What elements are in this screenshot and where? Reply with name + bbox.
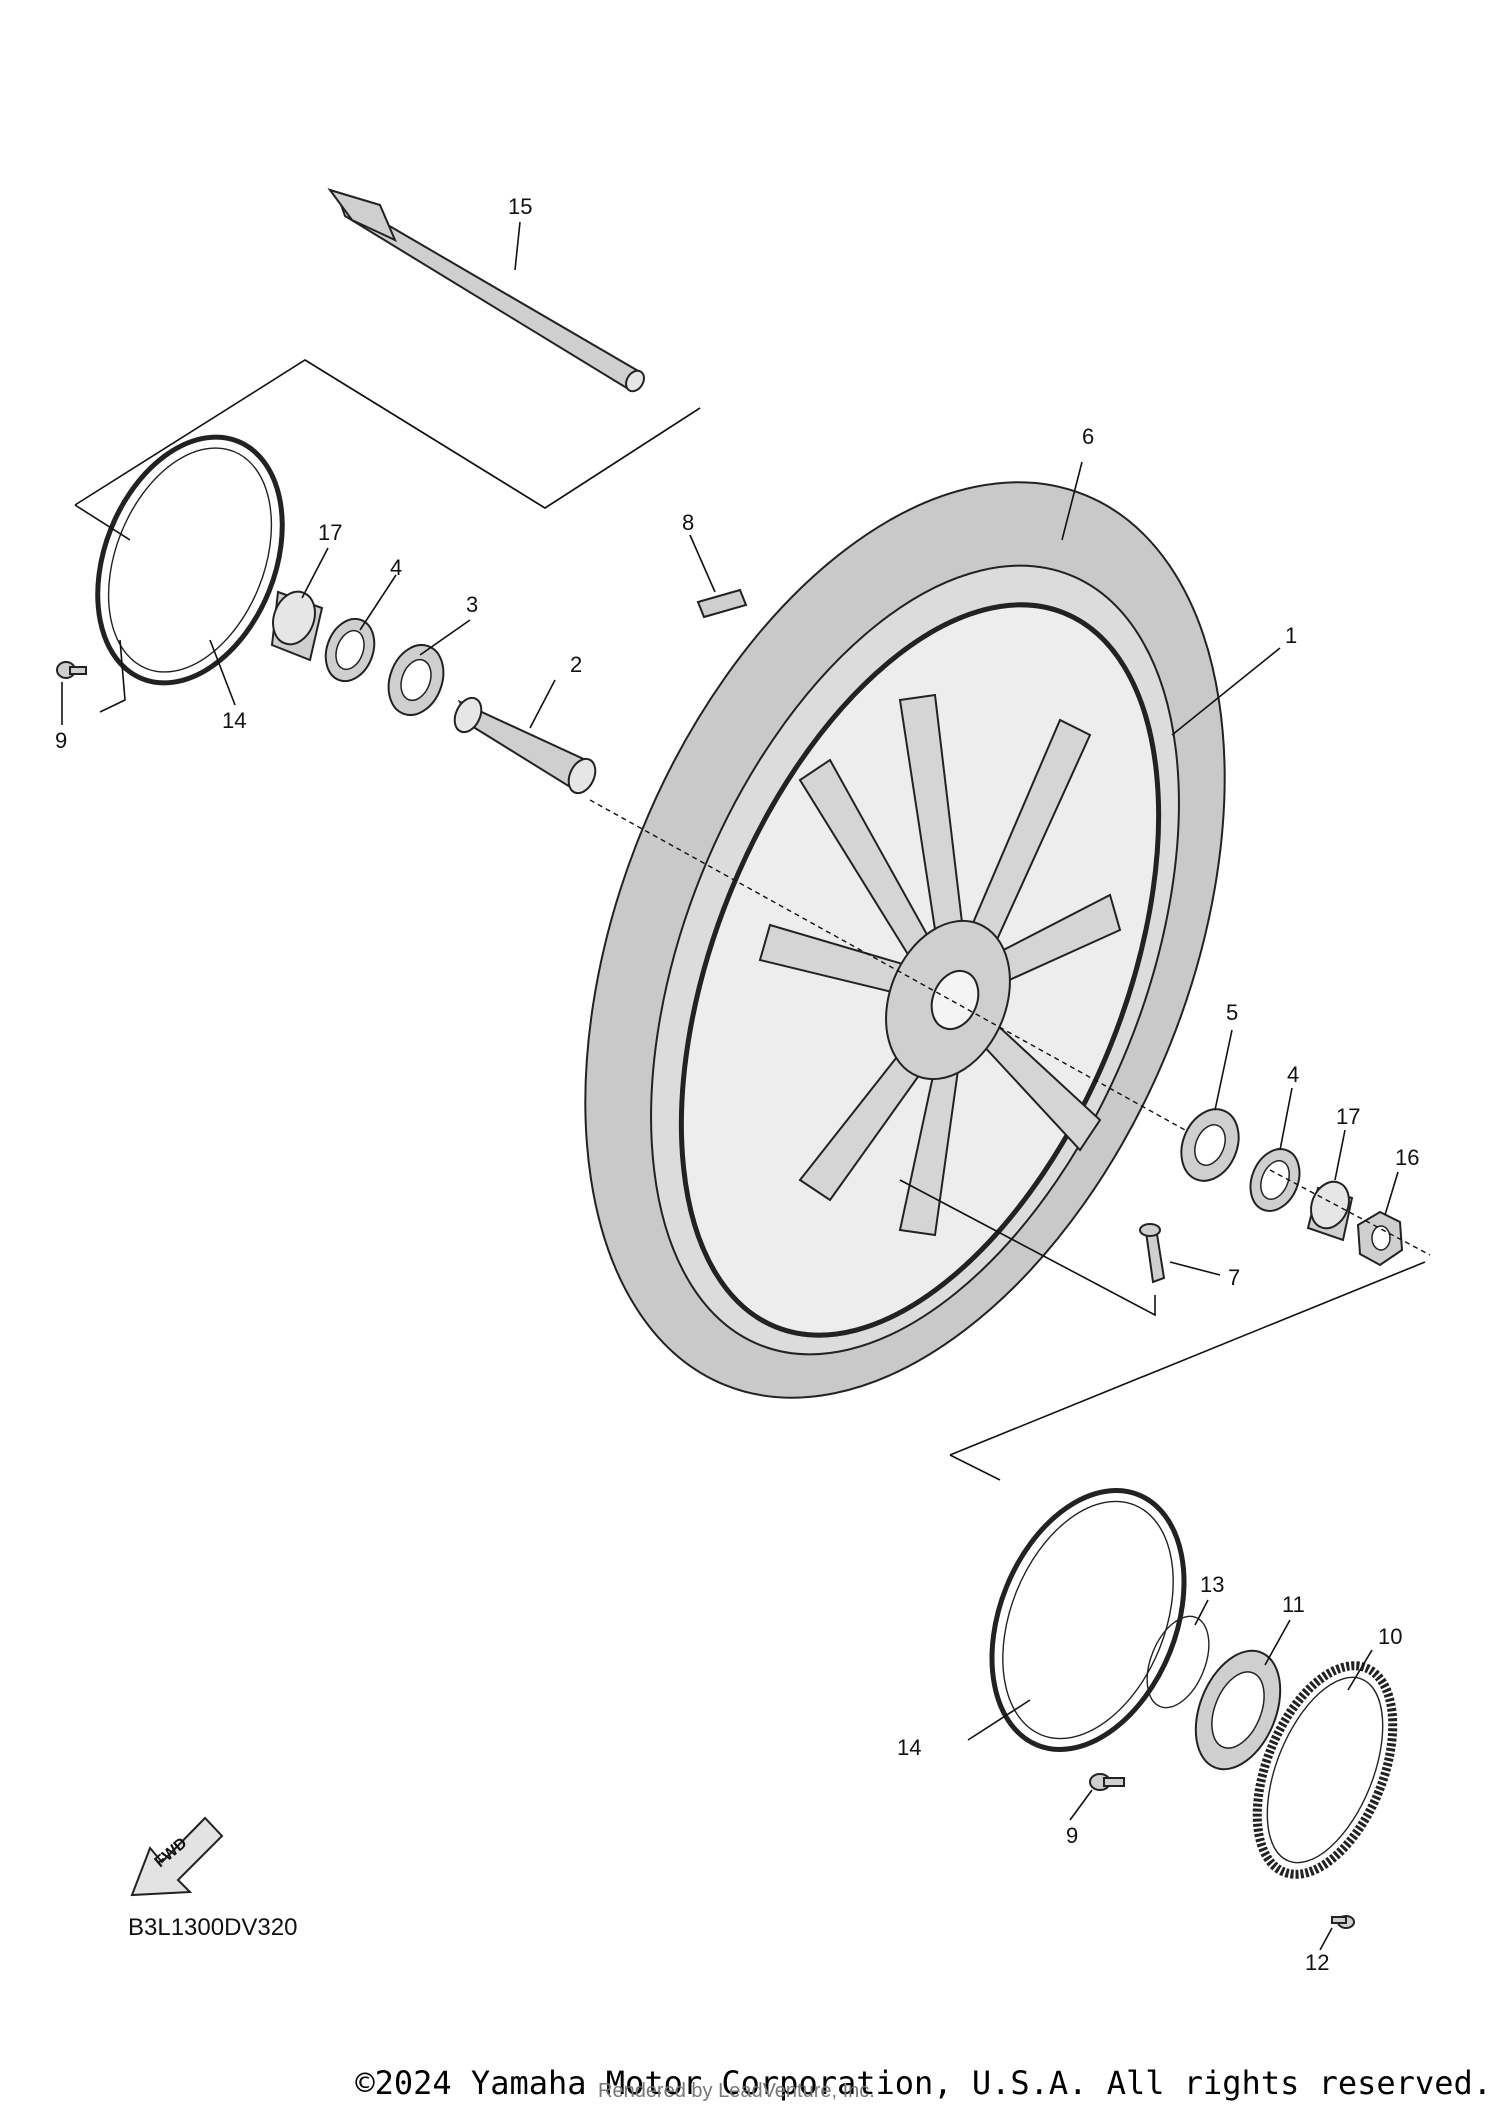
- collar[interactable]: [450, 694, 601, 798]
- copyright-notice: ©2024 Yamaha Motor Corporation, U.S.A. A…: [355, 2064, 1492, 2102]
- callout-6: 6: [1082, 424, 1094, 449]
- o-ring[interactable]: [1135, 1607, 1221, 1716]
- callout-14-upper: 14: [222, 708, 246, 733]
- callout-10: 10: [1378, 1624, 1402, 1649]
- callout-14-lower: 14: [897, 1735, 921, 1760]
- oil-seal-right[interactable]: [1242, 1142, 1309, 1219]
- callout-4-right: 4: [1287, 1062, 1299, 1087]
- spacer-upper[interactable]: [266, 586, 324, 662]
- bearing-left[interactable]: [379, 637, 452, 722]
- callout-11: 11: [1282, 1592, 1305, 1617]
- callout-13: 13: [1200, 1572, 1224, 1597]
- callout-1: 1: [1285, 623, 1297, 648]
- callout-12: 12: [1305, 1950, 1329, 1975]
- sensor-rotor[interactable]: [1230, 1646, 1420, 1893]
- callout-8: 8: [682, 510, 694, 535]
- callout-7: 7: [1228, 1265, 1240, 1290]
- forward-arrow-icon: FWD: [130, 1816, 224, 1897]
- callout-9-upper: 9: [55, 728, 67, 753]
- gasket-ring-upper[interactable]: [63, 409, 317, 710]
- sensor-bracket[interactable]: [1180, 1638, 1297, 1781]
- bolt-lower[interactable]: [1089, 1773, 1125, 1791]
- oil-seal-upper[interactable]: [317, 612, 382, 688]
- callout-4-upper: 4: [390, 555, 402, 580]
- axle-nut[interactable]: [1356, 1210, 1404, 1267]
- bolt-upper[interactable]: [56, 661, 87, 679]
- callout-15: 15: [508, 194, 532, 219]
- valve-bolt[interactable]: [1139, 1223, 1166, 1284]
- balance-weight[interactable]: [696, 588, 748, 619]
- rendered-by-note: Rendered by LeadVenture, Inc.: [598, 2080, 875, 2102]
- callout-17-upper: 17: [318, 520, 342, 545]
- gasket-ring-lower[interactable]: [956, 1462, 1220, 1778]
- wheel-assembly[interactable]: [461, 388, 1349, 1492]
- assembly-lines: [74, 359, 1431, 1481]
- callout-16: 16: [1395, 1145, 1419, 1170]
- callout-2: 2: [570, 652, 582, 677]
- drawing-code: B3L1300DV320: [128, 1914, 297, 1941]
- callout-9-lower: 9: [1066, 1823, 1078, 1848]
- callout-5: 5: [1226, 1000, 1238, 1025]
- axle-shaft[interactable]: [327, 188, 648, 395]
- callout-17-right: 17: [1336, 1104, 1360, 1129]
- spacer-right[interactable]: [1304, 1176, 1355, 1242]
- leader-lines: [61, 221, 1399, 1951]
- bearing-right[interactable]: [1171, 1101, 1249, 1190]
- screw-12[interactable]: [1331, 1915, 1355, 1929]
- callout-3: 3: [466, 592, 478, 617]
- callout-labels: 15 6 8 17 4 3 2 1 9 14 5 4 17 16 7 13 11…: [55, 194, 1419, 1975]
